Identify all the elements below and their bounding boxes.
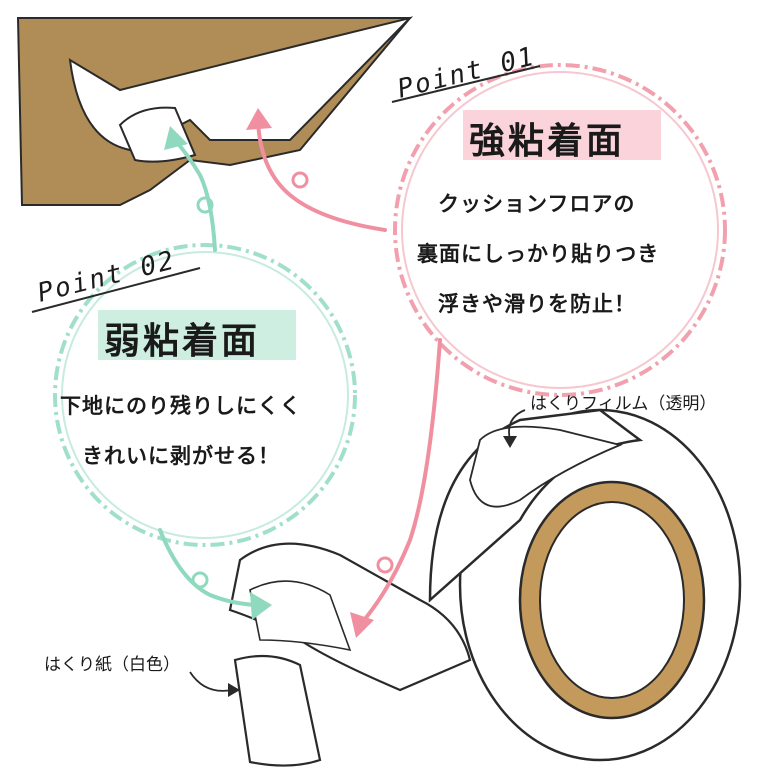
point01-heading-highlight: [463, 110, 661, 160]
mint-arrow-to-floor: [173, 138, 217, 252]
mint-arrow-to-tape: [158, 528, 264, 607]
paper-callout-label: はくり紙（白色）: [44, 655, 180, 675]
point01-underline: [391, 65, 541, 103]
floor-tape-strip: [118, 106, 197, 163]
point02-underline: [31, 267, 201, 313]
paper-callout-pointer: [189, 671, 233, 692]
point02-heading: 弱粘着面: [104, 321, 261, 362]
film-callout-label: はくりフィルム（透明）: [530, 394, 717, 414]
point01-line-3: 浮きや滑りを防止！: [438, 292, 636, 316]
release-paper-strip: [233, 654, 322, 767]
point01-heading: 強粘着面: [469, 121, 626, 162]
pink-arrow-to-tape: [358, 338, 442, 627]
release-film-strip: [469, 425, 623, 508]
point01-line-2: 裏面にしっかり貼りつき: [417, 242, 660, 266]
point02-heading-highlight: [98, 310, 296, 360]
point02-circle: [53, 243, 357, 547]
point01-circle: [393, 63, 727, 397]
pink-arrow-to-floor: [256, 118, 387, 232]
point01-line-1: クッションフロアの: [438, 192, 636, 216]
tape-roll: [428, 408, 742, 762]
point02-line-1: 下地にのり残りしにくく: [60, 394, 302, 418]
point02-line-2: きれいに剥がせる！: [82, 444, 280, 468]
